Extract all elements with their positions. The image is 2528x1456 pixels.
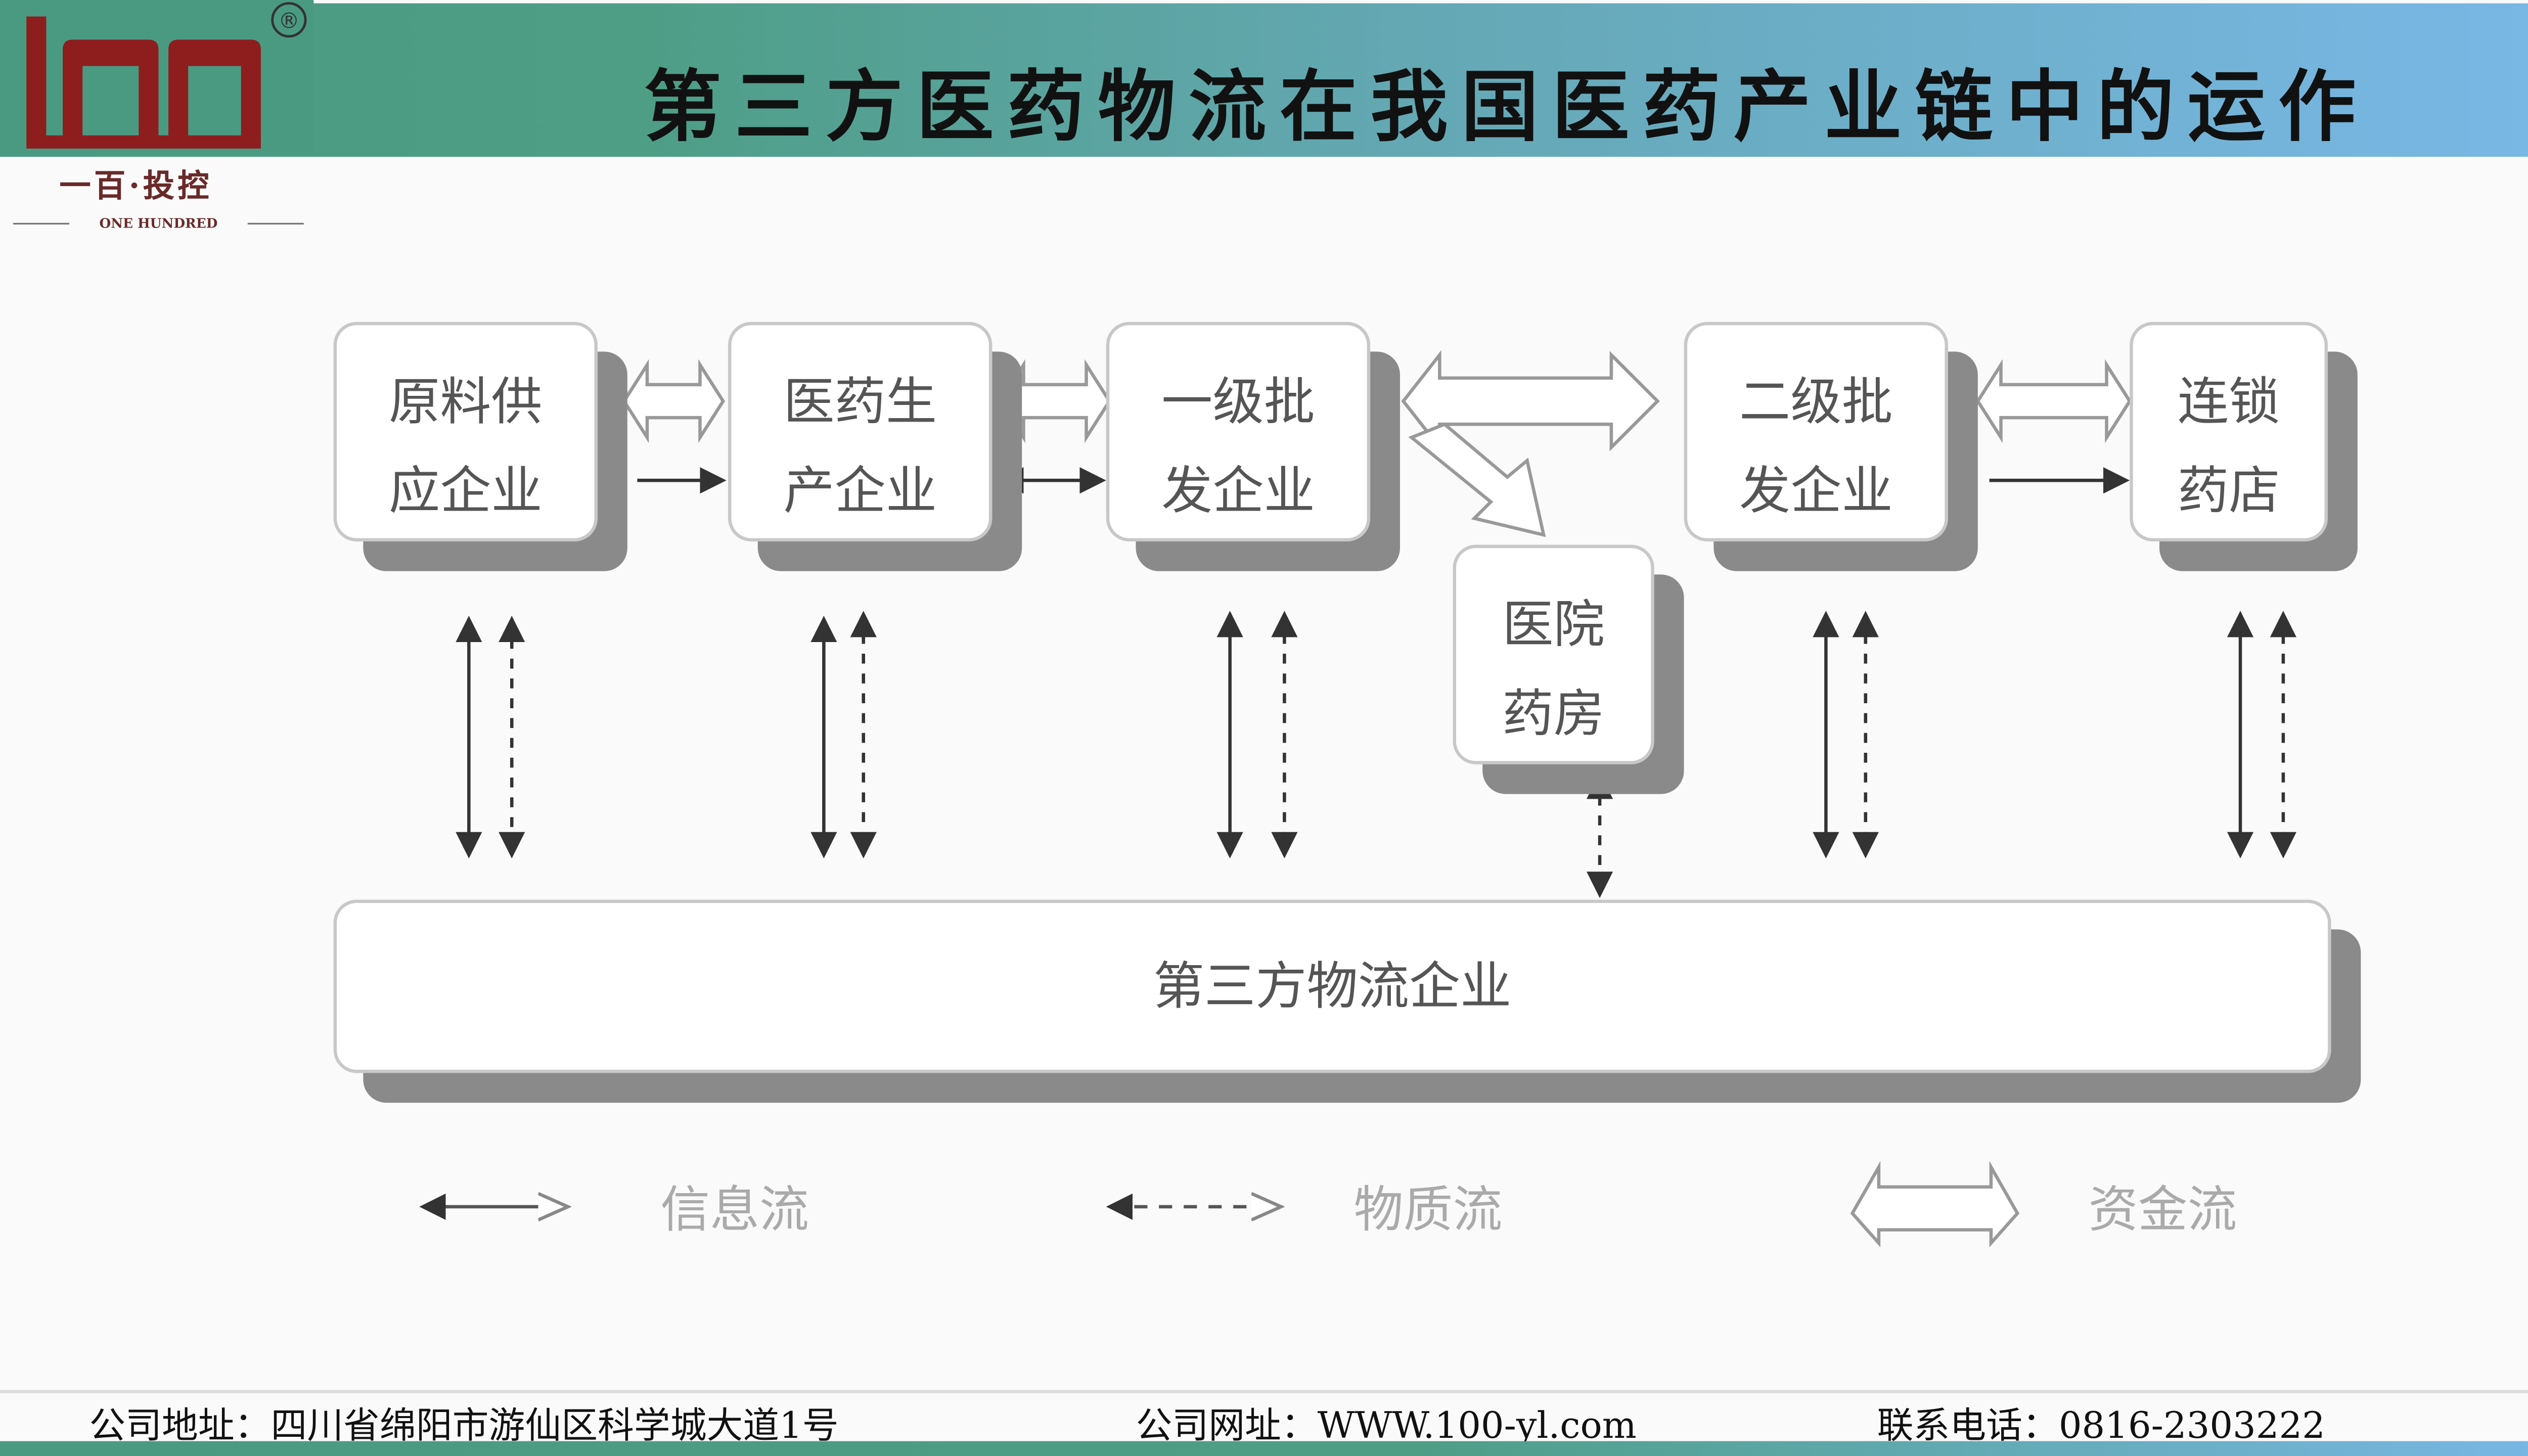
company-logo: ® 一百·投控 ONE HUNDRED (0, 0, 314, 239)
legend-goods-flow: 物质流 (1353, 1181, 1503, 1240)
node-primary-wholesaler: 一级批发企业 (1106, 322, 1371, 542)
node-chain-pharmacy: 连锁药店 (2130, 322, 2328, 542)
node-pharma-manufacturer: 医药生产企业 (728, 322, 992, 542)
footer-bar (0, 1441, 2528, 1456)
legend-fund-flow: 资金流 (2088, 1181, 2237, 1240)
page-title: 第三方医药物流在我国医药产业链中的运作 (644, 63, 2369, 154)
node-secondary-wholesaler: 二级批发企业 (1684, 322, 1949, 542)
logo-mark-icon: ® (0, 0, 314, 152)
footer-address: 公司地址：四川省绵阳市游仙区科学城大道1号 (89, 1406, 839, 1448)
legend-symbols (423, 1161, 2020, 1248)
svg-text:®: ® (278, 9, 299, 34)
node-raw-material-supplier: 原料供应企业 (333, 322, 598, 542)
node-hospital-pharmacy: 医院药房 (1453, 544, 1654, 764)
logo-name-en: ONE HUNDRED (13, 214, 304, 231)
footer-divider (0, 1390, 2528, 1393)
header-banner (0, 3, 2528, 157)
node-third-party-logistics: 第三方物流企业 (333, 899, 2331, 1073)
vertical-arrows (456, 611, 2297, 898)
footer-phone: 联系电话：0816-2303222 (1877, 1406, 2325, 1448)
footer-website: 公司网址：WWW.100-yl.com (1136, 1406, 1637, 1448)
legend-info-flow: 信息流 (660, 1181, 809, 1240)
fund-flow-arrows (622, 350, 2132, 537)
logo-name-cn: 一百·投控 (59, 168, 212, 205)
